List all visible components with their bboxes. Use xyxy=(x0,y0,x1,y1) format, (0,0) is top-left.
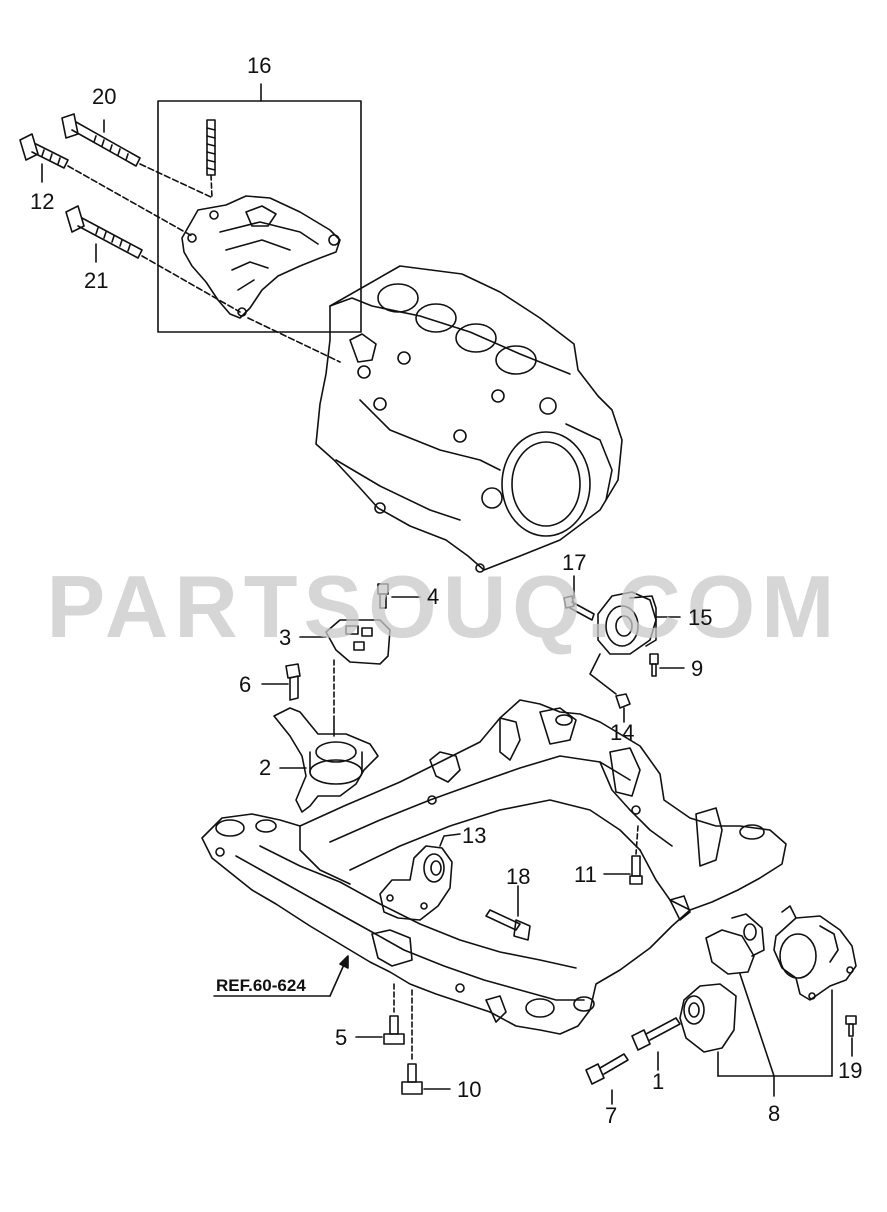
callout-15[interactable]: 15 xyxy=(688,605,713,630)
callout-13[interactable]: 13 xyxy=(462,823,487,848)
bolt-11 xyxy=(603,825,643,885)
mount-13 xyxy=(379,833,461,921)
engine-mount-bracket xyxy=(181,195,341,319)
callout-11[interactable]: 11 xyxy=(574,862,597,887)
bolt-9 xyxy=(649,653,685,677)
bolt-17 xyxy=(563,575,595,621)
callout-10[interactable]: 10 xyxy=(457,1077,482,1102)
callout-4[interactable]: 4 xyxy=(427,584,440,609)
callout-17[interactable]: 17 xyxy=(562,550,587,575)
callout-21[interactable]: 21 xyxy=(84,268,109,293)
callout-19[interactable]: 19 xyxy=(838,1058,863,1083)
callout-18[interactable]: 18 xyxy=(506,864,531,889)
bolt-5 xyxy=(355,983,405,1045)
engine-mount-15 xyxy=(589,591,681,695)
nut-14 xyxy=(615,693,631,723)
callout-1[interactable]: 1 xyxy=(652,1069,665,1094)
callout-2[interactable]: 2 xyxy=(259,755,272,780)
bolt-6 xyxy=(261,663,301,701)
engine-block xyxy=(315,265,623,573)
bolt-10 xyxy=(401,989,451,1095)
bolt-1 xyxy=(631,1017,681,1071)
bushing-assembly-8 xyxy=(679,905,857,1097)
callout-3[interactable]: 3 xyxy=(279,625,292,650)
callout-20[interactable]: 20 xyxy=(92,84,117,109)
bolt-18 xyxy=(485,885,531,941)
bolt-19 xyxy=(845,1015,857,1057)
bolt-12 xyxy=(19,133,193,237)
bolt-4 xyxy=(377,583,421,609)
engine-mount-2 xyxy=(273,707,379,813)
subframe xyxy=(201,699,787,1035)
reference-label[interactable]: REF.60-624 xyxy=(216,976,306,995)
callout-6[interactable]: 6 xyxy=(239,672,252,697)
watermark: PARTSOUQ.COM xyxy=(46,557,841,656)
callout-14[interactable]: 14 xyxy=(610,720,635,745)
bolt-7 xyxy=(585,1053,629,1105)
stud-16 xyxy=(206,119,216,199)
callout-9[interactable]: 9 xyxy=(691,656,704,681)
callout-12[interactable]: 12 xyxy=(30,189,55,214)
bolt-21 xyxy=(65,205,241,313)
callout-8[interactable]: 8 xyxy=(768,1101,781,1126)
ref-arrow xyxy=(213,955,349,997)
plate-3 xyxy=(299,619,391,717)
callout-16[interactable]: 16 xyxy=(247,53,272,78)
callout-5[interactable]: 5 xyxy=(335,1025,348,1050)
bolt-20 xyxy=(61,113,214,199)
callout-7[interactable]: 7 xyxy=(605,1103,618,1128)
